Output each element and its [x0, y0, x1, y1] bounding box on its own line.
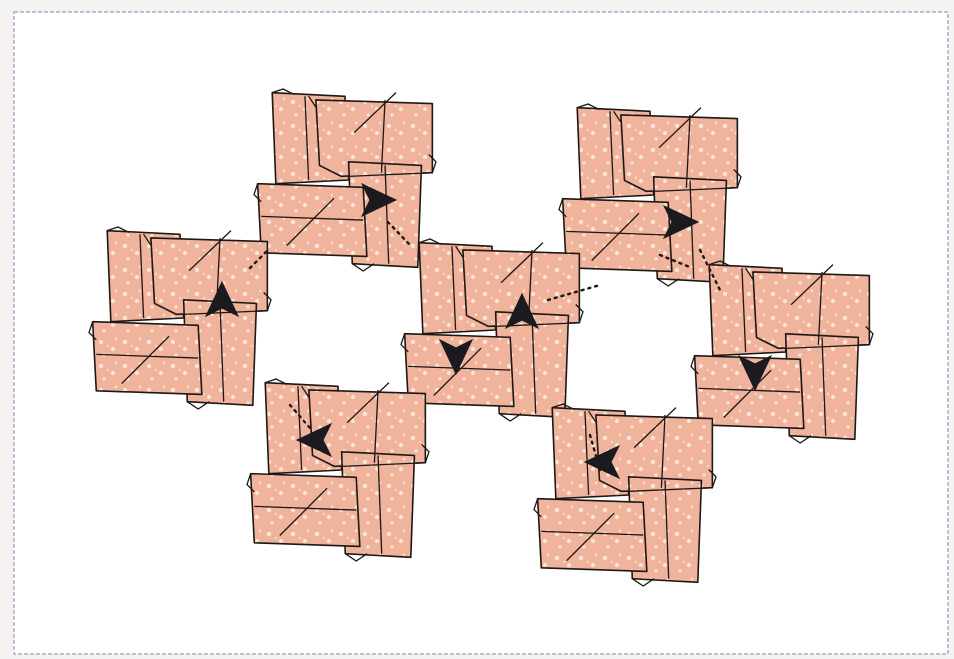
unit-left-pinwheel — [89, 227, 271, 409]
unit-center-pinwheel — [401, 239, 583, 421]
unit-top-right-pinwheel — [559, 104, 741, 286]
unit-bottom-right-pinwheel — [534, 404, 716, 586]
unit-bottom-left-pinwheel — [247, 379, 429, 561]
